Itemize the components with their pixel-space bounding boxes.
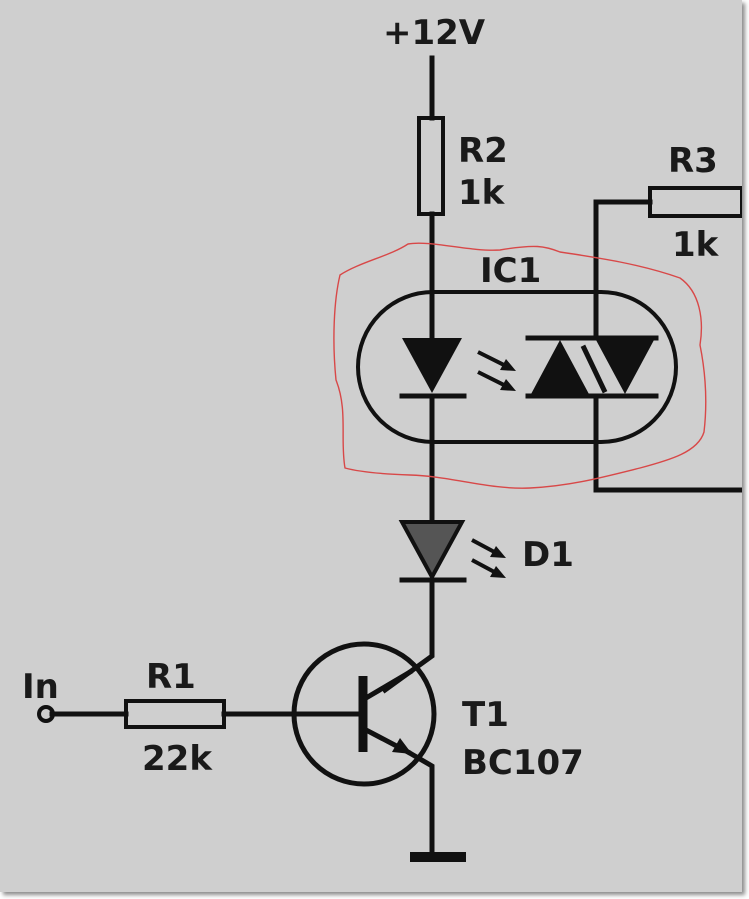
ic1-led-icon	[402, 338, 462, 393]
input-label: In	[22, 667, 59, 707]
r3-label: R3	[668, 141, 718, 181]
ic1-highlight-outline	[333, 242, 707, 489]
ic1-label: IC1	[480, 251, 541, 291]
optocoupler-ic1-body	[356, 290, 678, 444]
ground-icon	[410, 852, 466, 862]
ic1-triac-icon	[525, 335, 659, 399]
d1-led-icon	[398, 520, 466, 582]
r1-value: 22k	[142, 739, 213, 779]
r2-label: R2	[458, 131, 508, 171]
r1-label: R1	[146, 657, 196, 697]
d1-light-arrows-icon	[471, 538, 506, 578]
emitter-wire	[404, 748, 435, 855]
r3-value: 1k	[672, 225, 720, 265]
transistor-t1-icon	[291, 641, 437, 787]
r2-value: 1k	[458, 173, 506, 213]
supply-label: +12V	[383, 13, 486, 53]
resistor-r3	[648, 186, 742, 218]
t1-type: BC107	[462, 743, 584, 783]
triac-top-wire	[593, 199, 653, 341]
ic1-light-arrows-icon	[477, 350, 516, 391]
resistor-r2	[417, 116, 445, 216]
triac-bottom-wire	[593, 393, 742, 493]
t1-label: T1	[462, 695, 509, 735]
resistor-r1	[124, 699, 226, 729]
d1-label: D1	[522, 535, 574, 575]
